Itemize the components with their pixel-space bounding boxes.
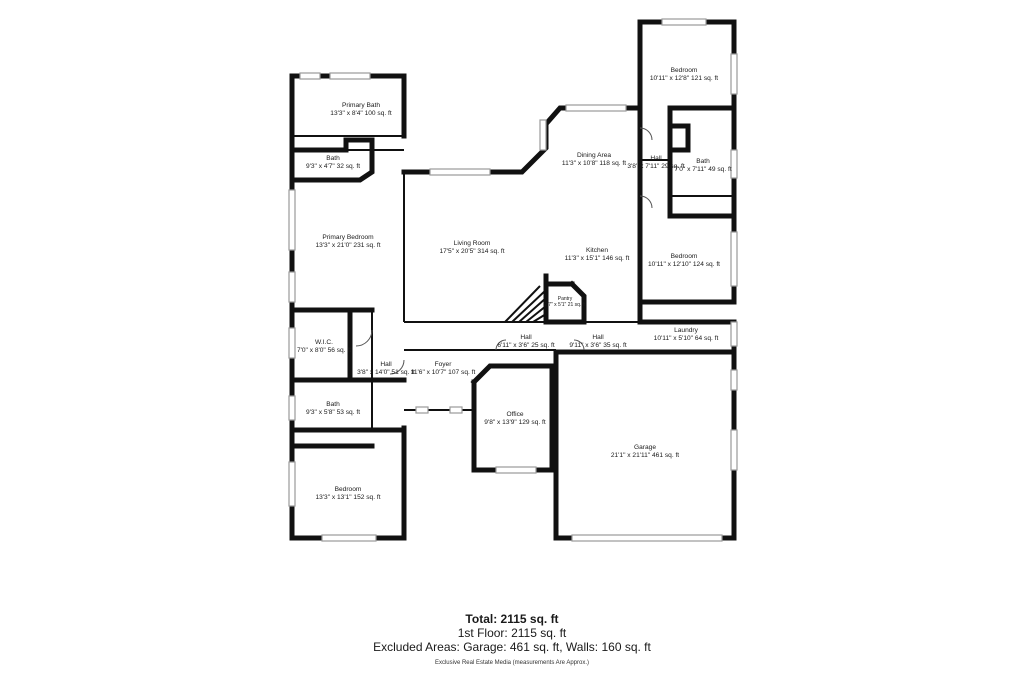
room-name: Hall <box>380 361 392 368</box>
room-name: Foyer <box>434 361 452 368</box>
room-label-bath-upper: Bath 9'3" x 4'7" 32 sq. ft <box>306 155 360 171</box>
room-label-hall-east: Hall 9'11" x 3'6" 35 sq. ft <box>569 334 626 350</box>
room-label-living-room: Living Room 17'5" x 20'5" 314 sq. ft <box>439 240 504 256</box>
room-dims: 13'3" x 13'1" 152 sq. ft <box>315 494 381 501</box>
room-label-laundry: Laundry 10'11" x 5'10" 64 sq. ft <box>654 327 719 343</box>
room-name: Bedroom <box>670 67 698 74</box>
room-dims: 13'3" x 21'0" 231 sq. ft <box>315 242 381 249</box>
windows <box>288 18 738 542</box>
room-dims: 11'3" x 15'1" 146 sq. ft <box>564 255 630 262</box>
room-dims: 13'3" x 8'4" 100 sq. ft <box>330 110 392 117</box>
area-summary: Total: 2115 sq. ft 1st Floor: 2115 sq. f… <box>0 612 1024 668</box>
room-name: Dining Area <box>576 152 612 159</box>
room-name: Living Room <box>453 240 491 247</box>
room-dims: 11'3" x 10'8" 118 sq. ft <box>561 160 627 167</box>
room-name: Bedroom <box>334 486 362 493</box>
room-dims: 7'0" x 8'0" 56 sq. ft <box>296 347 352 354</box>
room-label-hall-ne: Hall 3'8" x 7'11" 29 sq. ft <box>627 155 684 171</box>
room-dims: 9'8" x 13'9" 129 sq. ft <box>484 419 546 426</box>
room-name: Kitchen <box>585 247 608 254</box>
exterior-walls <box>289 19 737 541</box>
room-dims: 21'1" x 21'11" 461 sq. ft <box>610 452 680 459</box>
room-label-bath-ne: Bath 7'0" x 7'11" 49 sq. ft <box>674 158 731 174</box>
room-name: Bath <box>696 158 710 165</box>
room-label-bedroom-e: Bedroom 10'11" x 12'10" 124 sq. ft <box>648 253 720 269</box>
door-marks <box>355 127 653 375</box>
room-label-garage: Garage 21'1" x 21'11" 461 sq. ft <box>611 444 679 460</box>
room-label-kitchen: Kitchen 11'3" x 15'1" 146 sq. ft <box>565 247 630 263</box>
room-dims: 11'6" x 10'7" 107 sq. ft <box>410 369 476 376</box>
room-name: Hall <box>520 334 532 341</box>
room-label-primary-bath: Primary Bath 13'3" x 8'4" 100 sq. ft <box>330 102 391 118</box>
room-name: Bath <box>326 401 340 408</box>
room-name: Hall <box>650 155 662 162</box>
room-label-pantry: Pantry 2'7" x 5'1" 21 sq. ft <box>544 296 585 308</box>
room-name: Bedroom <box>670 253 698 260</box>
room-label-hall-center: Hall 6'11" x 3'6" 25 sq. ft <box>497 334 554 350</box>
total-area: Total: 2115 sq. ft <box>465 612 559 626</box>
room-label-primary-bedroom: Primary Bedroom 13'3" x 21'0" 231 sq. ft <box>315 234 380 250</box>
room-dims: 10'11" x 5'10" 64 sq. ft <box>653 335 719 342</box>
room-name: Laundry <box>674 327 698 334</box>
room-dims: 9'3" x 4'7" 32 sq. ft <box>305 163 361 170</box>
room-label-hall-west: Hall 3'8" x 14'0" 51 sq. ft <box>357 361 415 377</box>
room-dims: 7'0" x 7'11" 49 sq. ft <box>674 166 732 173</box>
room-dims: 3'8" x 7'11" 29 sq. ft <box>627 163 685 170</box>
room-dims: 10'11" x 12'10" 124 sq. ft <box>648 261 720 268</box>
room-dims: 3'8" x 14'0" 51 sq. ft <box>357 369 415 376</box>
room-label-wic: W.I.C. 7'0" x 8'0" 56 sq. ft <box>297 339 351 355</box>
room-dims: 10'11" x 12'8" 121 sq. ft <box>649 75 719 82</box>
room-dims: 9'11" x 3'6" 35 sq. ft <box>569 342 627 349</box>
room-label-bedroom-ne: Bedroom 10'11" x 12'8" 121 sq. ft <box>650 67 718 83</box>
excluded-areas: Excluded Areas: Garage: 461 sq. ft, Wall… <box>373 640 651 654</box>
room-dims: 9'3" x 5'8" 53 sq. ft <box>305 409 361 416</box>
room-name: Office <box>506 411 524 418</box>
room-dims: 2'7" x 5'1" 21 sq. ft <box>544 302 586 308</box>
room-name: Pantry <box>557 296 573 302</box>
room-label-dining-area: Dining Area 11'3" x 10'8" 118 sq. ft <box>562 152 626 168</box>
floor-area: 1st Floor: 2115 sq. ft <box>457 626 567 640</box>
room-label-foyer: Foyer 11'6" x 10'7" 107 sq. ft <box>411 361 476 377</box>
room-dims: 6'11" x 3'6" 25 sq. ft <box>497 342 555 349</box>
room-name: Hall <box>592 334 604 341</box>
room-name: Primary Bath <box>341 102 381 109</box>
interior-walls <box>292 135 734 430</box>
room-label-bedroom-sw: Bedroom 13'3" x 13'1" 152 sq. ft <box>315 486 380 502</box>
room-dims: 17'5" x 20'5" 314 sq. ft <box>439 248 505 255</box>
room-label-bath-lower: Bath 9'3" x 5'8" 53 sq. ft <box>306 401 360 417</box>
room-name: Primary Bedroom <box>322 234 374 241</box>
room-label-office: Office 9'8" x 13'9" 129 sq. ft <box>484 411 545 427</box>
credit-text: Exclusive Real Estate Media (measurement… <box>434 660 590 666</box>
room-name: Garage <box>634 444 656 451</box>
room-name: W.I.C. <box>315 339 333 346</box>
room-name: Bath <box>326 155 340 162</box>
